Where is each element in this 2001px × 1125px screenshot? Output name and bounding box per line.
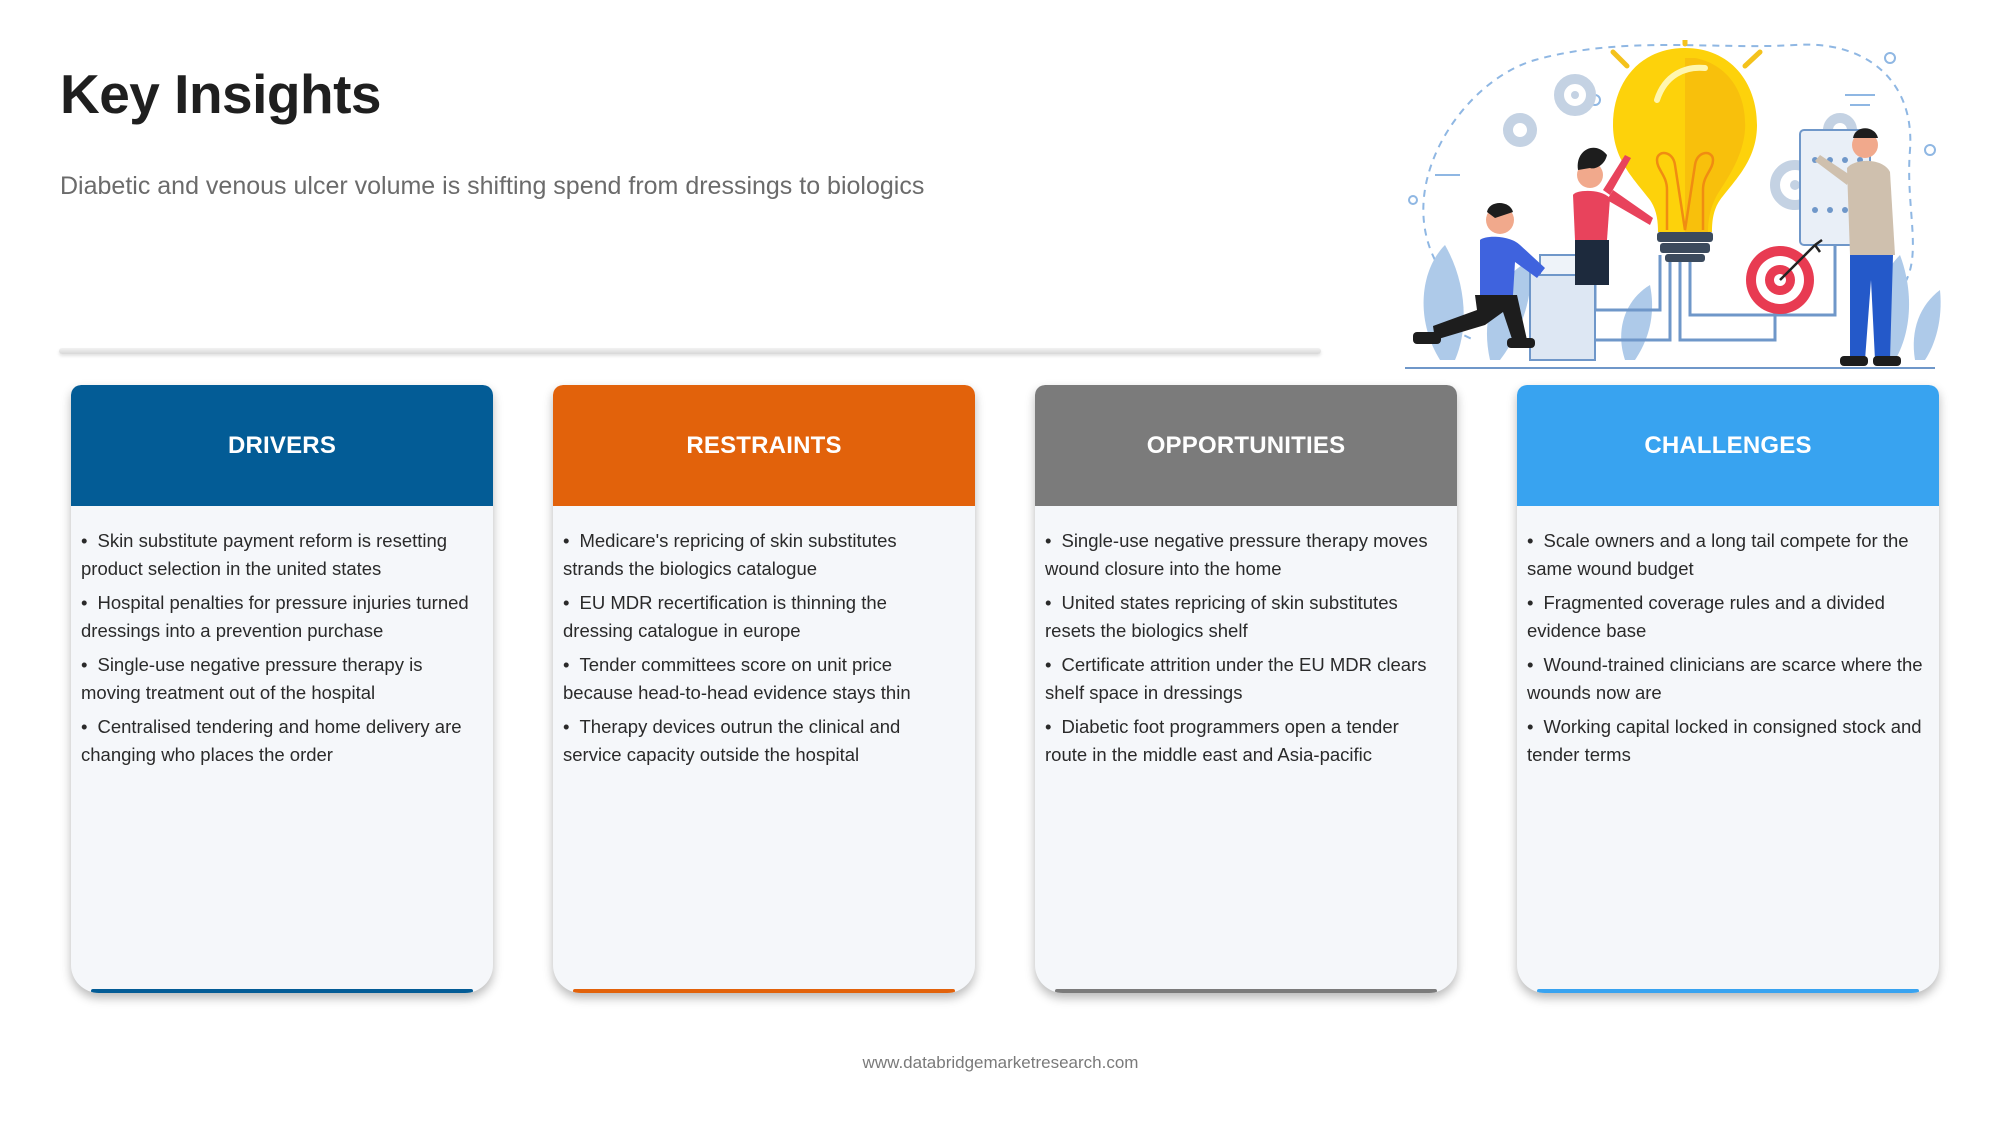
list-item: Single-use negative pressure therapy mov… bbox=[1045, 527, 1443, 583]
opportunities-list: Single-use negative pressure therapy mov… bbox=[1035, 506, 1457, 769]
list-item: Single-use negative pressure therapy is … bbox=[81, 651, 479, 707]
restraints-card-underline bbox=[573, 989, 955, 993]
insights-lightbulb-team-illustration bbox=[1405, 40, 1941, 369]
challenges-card-underline bbox=[1537, 989, 1919, 993]
list-item: Skin substitute payment reform is resett… bbox=[81, 527, 479, 583]
drivers-card-header: DRIVERS bbox=[71, 385, 493, 506]
drivers-list: Skin substitute payment reform is resett… bbox=[71, 506, 493, 769]
drivers-card: DRIVERS Skin substitute payment reform i… bbox=[71, 385, 493, 993]
restraints-card: RESTRAINTS Medicare's repricing of skin … bbox=[553, 385, 975, 993]
challenges-list: Scale owners and a long tail compete for… bbox=[1517, 506, 1939, 769]
page-title: Key Insights bbox=[60, 63, 382, 125]
list-item: EU MDR recertification is thinning the d… bbox=[563, 589, 961, 645]
list-item: Therapy devices outrun the clinical and … bbox=[563, 713, 961, 769]
list-item: Hospital penalties for pressure injuries… bbox=[81, 589, 479, 645]
list-item: Fragmented coverage rules and a divided … bbox=[1527, 589, 1925, 645]
list-item: Tender committees score on unit price be… bbox=[563, 651, 961, 707]
list-item: Diabetic foot programmers open a tender … bbox=[1045, 713, 1443, 769]
challenges-card: CHALLENGES Scale owners and a long tail … bbox=[1517, 385, 1939, 993]
restraints-card-header: RESTRAINTS bbox=[553, 385, 975, 506]
list-item: Working capital locked in consigned stoc… bbox=[1527, 713, 1925, 769]
list-item: United states repricing of skin substitu… bbox=[1045, 589, 1443, 645]
restraints-list: Medicare's repricing of skin substitutes… bbox=[553, 506, 975, 769]
opportunities-card-header: OPPORTUNITIES bbox=[1035, 385, 1457, 506]
opportunities-card-underline bbox=[1055, 989, 1437, 993]
page-subtitle: Diabetic and venous ulcer volume is shif… bbox=[60, 172, 925, 200]
challenges-card-header: CHALLENGES bbox=[1517, 385, 1939, 506]
footer-url: www.databridgemarketresearch.com bbox=[862, 1053, 1139, 1072]
list-item: Medicare's repricing of skin substitutes… bbox=[563, 527, 961, 583]
drivers-card-underline bbox=[91, 989, 473, 993]
header-divider bbox=[59, 348, 1321, 354]
list-item: Scale owners and a long tail compete for… bbox=[1527, 527, 1925, 583]
list-item: Wound-trained clinicians are scarce wher… bbox=[1527, 651, 1925, 707]
list-item: Centralised tendering and home delivery … bbox=[81, 713, 479, 769]
list-item: Certificate attrition under the EU MDR c… bbox=[1045, 651, 1443, 707]
opportunities-card: OPPORTUNITIES Single-use negative pressu… bbox=[1035, 385, 1457, 993]
